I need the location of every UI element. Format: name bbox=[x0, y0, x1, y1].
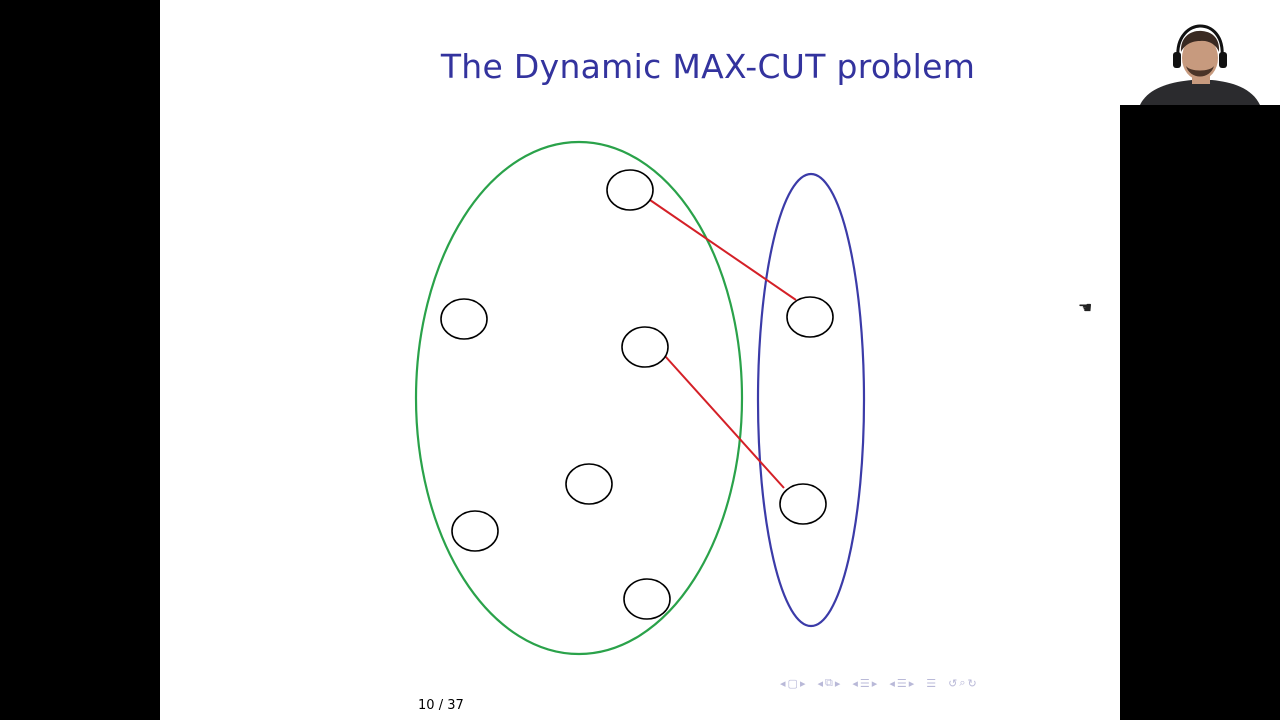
vertex bbox=[606, 169, 654, 211]
search-icon[interactable]: ⌕ bbox=[959, 676, 966, 689]
max-cut-diagram bbox=[414, 140, 866, 656]
vertex bbox=[451, 510, 499, 552]
right-partition bbox=[756, 172, 866, 628]
page-current: 10 bbox=[418, 698, 435, 713]
vertex bbox=[779, 483, 827, 525]
section-icon[interactable]: ☰ bbox=[859, 676, 870, 690]
nav-right-arrow-icon[interactable]: ▸ bbox=[834, 676, 841, 690]
hand-cursor-icon: ☚ bbox=[1078, 298, 1093, 317]
subsection-icon[interactable]: ⧉ bbox=[825, 676, 833, 689]
nav-left-arrow-icon[interactable]: ◂ bbox=[889, 676, 895, 690]
page-total: 37 bbox=[447, 698, 464, 713]
left-partition bbox=[414, 140, 744, 656]
vertex bbox=[621, 326, 669, 368]
cut-edge bbox=[649, 199, 797, 301]
vertex bbox=[786, 296, 834, 338]
slide: The Dynamic MAX-CUT problem 10 / 37 bbox=[160, 0, 1120, 720]
vertex bbox=[440, 298, 488, 340]
beamer-navigation-bar: ◂ ▢ ▸ ◂ ⧉ ▸ ◂ ☰ ▸ ◂ ☰ ▸ ☰ bbox=[780, 674, 985, 692]
nav-right-arrow-icon[interactable]: ▸ bbox=[908, 676, 915, 690]
page-number: 10 / 37 bbox=[418, 698, 464, 713]
presenter-avatar bbox=[1120, 0, 1280, 105]
cut-edge bbox=[664, 355, 785, 489]
presenter-webcam bbox=[1120, 0, 1280, 105]
back-icon[interactable]: ↺ bbox=[948, 676, 958, 690]
appendix-icon[interactable]: ☰ bbox=[926, 676, 937, 690]
nav-left-arrow-icon[interactable]: ◂ bbox=[780, 676, 786, 690]
nav-left-arrow-icon[interactable]: ◂ bbox=[852, 676, 858, 690]
vertex bbox=[565, 463, 613, 505]
nav-left-arrow-icon[interactable]: ◂ bbox=[817, 676, 823, 690]
slide-title: The Dynamic MAX-CUT problem bbox=[440, 47, 976, 86]
nav-right-arrow-icon[interactable]: ▸ bbox=[799, 676, 806, 690]
presentation-icon[interactable]: ☰ bbox=[896, 676, 907, 690]
forward-icon[interactable]: ↻ bbox=[967, 676, 977, 690]
vertex bbox=[623, 578, 671, 620]
page-separator: / bbox=[438, 698, 444, 713]
frame-icon[interactable]: ▢ bbox=[787, 676, 798, 690]
nav-right-arrow-icon[interactable]: ▸ bbox=[871, 676, 878, 690]
